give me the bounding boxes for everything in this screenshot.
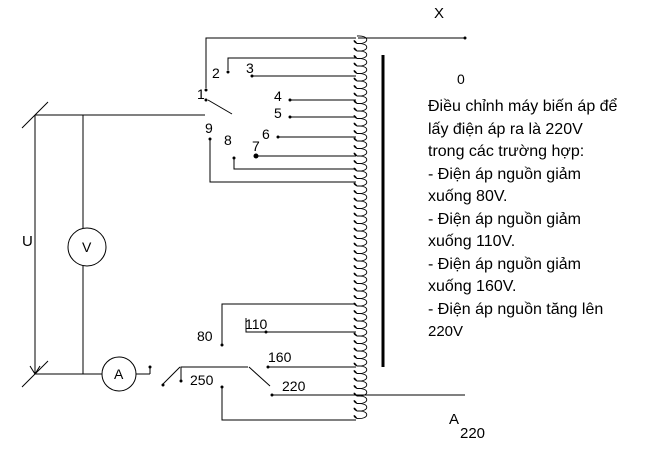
tap-label-8: 8 xyxy=(224,132,232,148)
lower-tap-wiring xyxy=(149,303,465,421)
tap-label-4: 4 xyxy=(274,88,282,104)
note-line: Điều chỉnh máy biến áp để xyxy=(428,98,618,115)
label-u: U xyxy=(22,233,33,250)
tap-label-1: 1 xyxy=(197,86,205,102)
label-a220: A xyxy=(449,411,459,428)
upper-selector-arm xyxy=(207,99,233,115)
note-line: xuống 160V. xyxy=(428,278,517,295)
terminal-x xyxy=(463,36,467,40)
lower-selector-arm-right xyxy=(248,366,271,387)
note-line: - Điện áp nguồn giảm xyxy=(428,255,581,273)
tap-label-6: 6 xyxy=(262,126,270,142)
upper-tap-contacts xyxy=(204,70,292,160)
note-line: - Điện áp nguồn giảm xyxy=(428,210,581,228)
note-line: - Điện áp nguồn giảm xyxy=(428,165,581,183)
voltmeter xyxy=(67,227,107,267)
label-x: X xyxy=(434,5,444,22)
problem-statement: Điều chỉnh máy biến áp để lấy điện áp ra… xyxy=(428,96,660,344)
tap-label-5: 5 xyxy=(274,105,282,121)
label-zero: 0 xyxy=(457,71,465,87)
lower-tap-contacts xyxy=(148,330,274,397)
tap-label-80: 80 xyxy=(197,328,213,344)
tap-label-3: 3 xyxy=(246,60,254,76)
label-a220-subscript: 220 xyxy=(460,425,485,442)
note-line: xuống 110V. xyxy=(428,233,516,250)
note-line: 220V xyxy=(428,323,464,340)
note-line: xuống 80V. xyxy=(428,188,508,205)
tap-label-110: 110 xyxy=(245,316,268,332)
tap-label-160: 160 xyxy=(268,349,292,365)
source-circuit xyxy=(21,101,205,388)
tap-label-220: 220 xyxy=(282,378,306,394)
tap-label-250: 250 xyxy=(190,372,214,388)
ammeter-label: A xyxy=(114,366,124,382)
tap-label-2: 2 xyxy=(212,65,220,81)
tap-label-7: 7 xyxy=(252,138,260,154)
voltmeter-label: V xyxy=(82,239,92,255)
ammeter xyxy=(101,356,137,392)
note-line: lấy điện áp ra là 220V xyxy=(428,120,583,138)
tap-label-9: 9 xyxy=(205,120,213,136)
note-line: - Điện áp nguồn tăng lên xyxy=(428,300,604,318)
upper-tap-wiring xyxy=(205,37,356,183)
transformer-winding xyxy=(353,35,368,419)
note-line: trong các trường hợp: xyxy=(428,143,585,160)
winding-turns xyxy=(353,35,368,419)
lower-selector-arm-left xyxy=(161,366,181,386)
